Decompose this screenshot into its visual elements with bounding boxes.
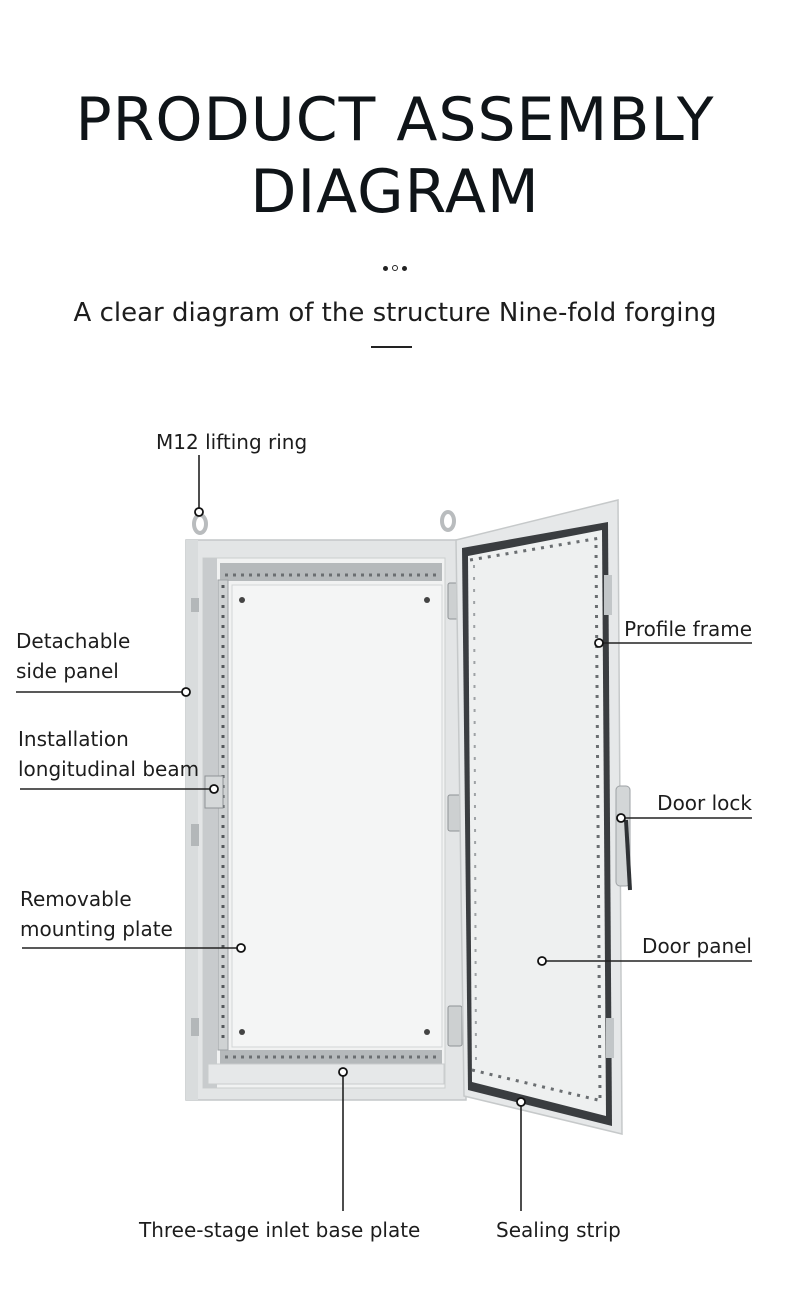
page-title-line1: PRODUCT ASSEMBLY	[75, 85, 715, 155]
label-base-plate: Three-stage inlet base plate	[139, 1218, 421, 1242]
leader-lines	[16, 455, 752, 1211]
side-clips	[191, 598, 199, 1036]
door	[455, 499, 632, 1135]
label-door-lock: Door lock	[657, 791, 752, 815]
leader-endpoints	[181, 507, 626, 1107]
mounting-plate	[231, 584, 443, 1048]
decorative-dots-icon	[0, 263, 790, 275]
lifting-ring-icon	[192, 510, 456, 535]
label-mounting-plate-line2: mounting plate	[20, 917, 173, 941]
subtitle-divider	[371, 346, 412, 348]
label-side-panel-line1: Detachable	[16, 629, 131, 653]
label-lifting-ring: M12 lifting ring	[156, 430, 308, 454]
label-beam-line1: Installation	[18, 727, 129, 751]
label-beam-line2: longitudinal beam	[18, 757, 200, 781]
page-title-line2: DIAGRAM	[250, 157, 540, 227]
label-mounting-plate-line1: Removable	[20, 887, 132, 911]
label-side-panel-line2: side panel	[16, 659, 119, 683]
label-profile-frame: Profile frame	[624, 617, 752, 641]
label-door-panel: Door panel	[642, 934, 752, 958]
label-sealing-strip: Sealing strip	[496, 1218, 621, 1242]
longitudinal-beam	[204, 579, 229, 1051]
page-subtitle: A clear diagram of the structure Nine-fo…	[73, 298, 717, 328]
